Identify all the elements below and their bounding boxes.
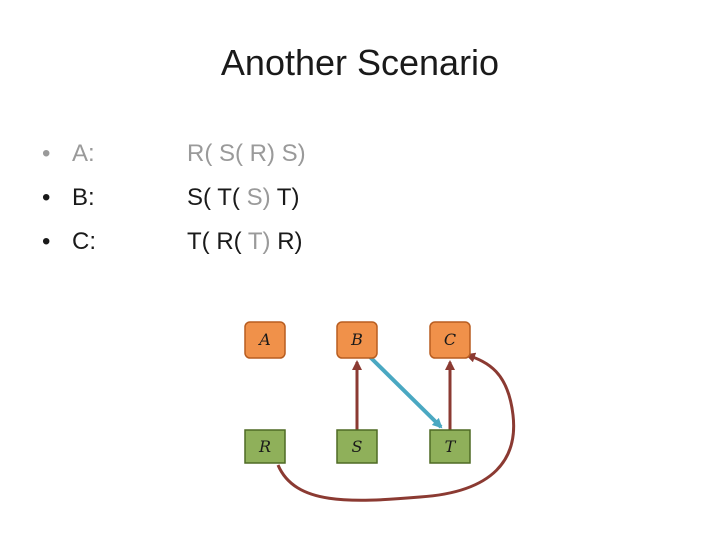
node-b: B [336, 321, 378, 359]
bullet-row-b: • B: S( T( S) T) [42, 176, 542, 220]
sequence-c: T( R( T) R) [187, 220, 303, 264]
sequence-a-part: R( S( R) S) [187, 140, 306, 167]
node-a: A [244, 321, 286, 359]
sequence-b: S( T( S) T) [187, 176, 299, 220]
row-label-c: C: [72, 228, 96, 255]
node-c-label: C [444, 330, 456, 349]
node-c: C [429, 321, 471, 359]
bullet-dot: • [42, 184, 51, 211]
bullet-dot: • [42, 228, 51, 255]
node-r-label: R [258, 437, 271, 456]
node-t-label: T [445, 437, 457, 456]
node-s-label: S [352, 437, 363, 456]
bullet-list: • A: R( S( R) S) • B: S( T( S) T) • C: T… [42, 132, 542, 264]
sequence-b-part: T) [270, 184, 300, 211]
slide-title: Another Scenario [220, 42, 500, 83]
node-r: R [244, 429, 286, 464]
sequence-c-faded-part: T) [247, 228, 271, 255]
node-b-label: B [350, 330, 363, 349]
sequence-c-part: R) [270, 228, 303, 255]
edge-r-to-c [276, 352, 516, 502]
sequence-a: R( S( R) S) [187, 132, 306, 176]
node-s: S [336, 429, 378, 464]
bullet-dot: • [42, 140, 51, 167]
sequence-b-part: S( T( [187, 184, 247, 211]
bullet-row-c: • C: T( R( T) R) [42, 220, 542, 264]
node-a-label: A [257, 330, 271, 349]
edge-b-to-t [368, 355, 443, 429]
bullet-row-a: • A: R( S( R) S) [42, 132, 542, 176]
node-t: T [429, 429, 471, 464]
sequence-c-part: T( R( [187, 228, 248, 255]
row-label-a: A: [72, 140, 95, 167]
row-label-b: B: [72, 184, 95, 211]
sequence-b-faded-part: S) [246, 184, 271, 211]
